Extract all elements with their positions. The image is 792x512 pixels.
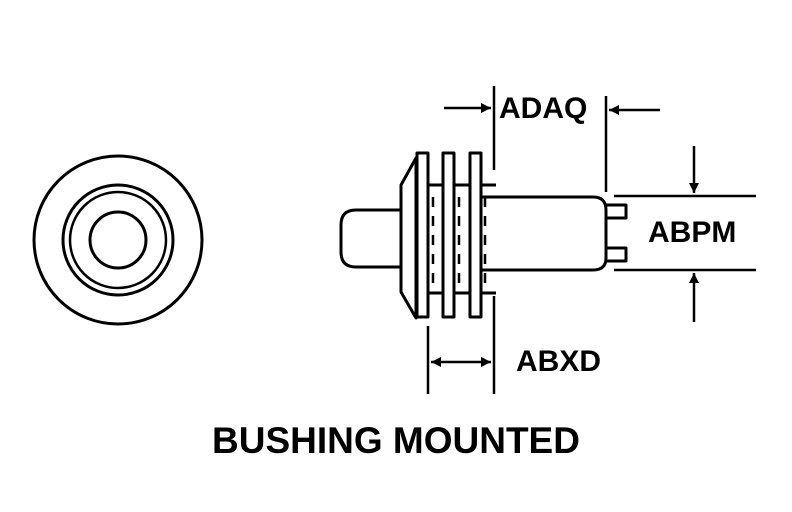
- nut-outer-circle: [61, 183, 175, 297]
- dimensions: [426, 86, 756, 394]
- housing: [481, 195, 608, 272]
- plate-2: [441, 151, 456, 319]
- terminal-bottom: [606, 246, 628, 263]
- lens-cap: [339, 208, 401, 269]
- outer-flange-circle: [32, 154, 204, 326]
- dimension-label-abpm: ABPM: [648, 216, 737, 249]
- dimension-label-adaq: ADAQ: [499, 92, 588, 125]
- thread-lines: [431, 197, 487, 285]
- plate-3: [468, 151, 483, 319]
- nut-inner-circle: [68, 190, 168, 290]
- front-view: [32, 154, 204, 326]
- side-view: [339, 151, 628, 320]
- lens-circle: [88, 210, 148, 270]
- plate-1: [415, 151, 430, 319]
- drawing-title: BUSHING MOUNTED: [212, 420, 580, 461]
- terminal-top: [606, 203, 628, 220]
- dimension-label-abxd: ABXD: [516, 345, 602, 378]
- flange: [399, 156, 418, 320]
